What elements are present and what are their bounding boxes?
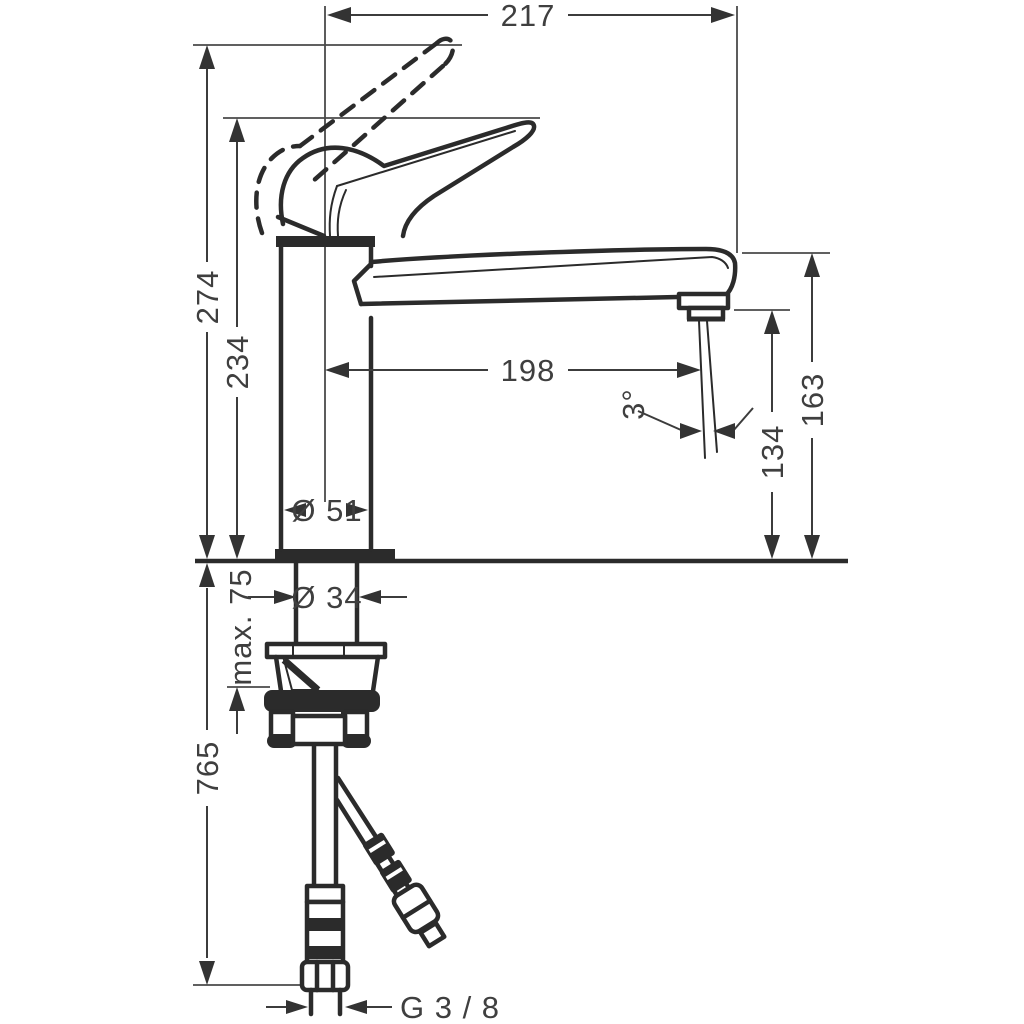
dim-connection-thread: G 3 / 8 bbox=[266, 990, 500, 1024]
dim-spout-projection: 217 bbox=[327, 0, 735, 33]
mounting-washer bbox=[264, 641, 388, 660]
dim-label-217: 217 bbox=[501, 0, 556, 33]
dim-height-to-lever: 234 bbox=[220, 118, 255, 559]
mounting-bolt bbox=[281, 657, 321, 693]
dim-overall-height: 274 bbox=[190, 45, 225, 559]
dim-body-diameter: Ø 51 bbox=[284, 493, 368, 528]
cartridge-joint-band bbox=[276, 236, 375, 247]
aerator bbox=[676, 291, 731, 322]
dim-label-3deg: 3° bbox=[616, 388, 651, 420]
mounting-nut bbox=[264, 690, 380, 712]
dim-aerator-height: 134 bbox=[755, 310, 790, 559]
dim-spout-outlet-height: 163 bbox=[795, 253, 830, 559]
dim-label-g38: G 3 / 8 bbox=[400, 990, 500, 1024]
dim-hose-length: 765 bbox=[190, 563, 225, 985]
dim-max-counter-thickness: max. 75 bbox=[223, 568, 258, 734]
extension-lines bbox=[193, 6, 830, 986]
dim-stream-angle: 3° bbox=[616, 388, 754, 439]
base-plate bbox=[275, 549, 395, 560]
lever-handle-raised-dashed bbox=[254, 36, 456, 236]
supply-hose-diagonal bbox=[334, 775, 447, 949]
water-stream-lines bbox=[698, 320, 718, 459]
faucet-body bbox=[275, 236, 395, 560]
dim-shank-diameter: Ø 34 bbox=[248, 580, 407, 615]
dim-spout-reach: 198 bbox=[325, 353, 701, 388]
dim-label-274: 274 bbox=[190, 270, 225, 325]
dim-label-max75: max. 75 bbox=[223, 568, 258, 685]
spout bbox=[351, 246, 738, 459]
hose-hex-nut bbox=[299, 959, 351, 993]
dim-label-765: 765 bbox=[190, 741, 225, 796]
lever-handle bbox=[275, 120, 537, 239]
dim-label-134: 134 bbox=[755, 425, 790, 480]
supply-hose-vertical bbox=[299, 743, 351, 1017]
dim-label-163: 163 bbox=[795, 373, 830, 428]
dim-label-d34: Ø 34 bbox=[291, 580, 362, 615]
mounting-hardware bbox=[264, 560, 388, 748]
dim-label-d51: Ø 51 bbox=[291, 493, 362, 528]
dim-label-234: 234 bbox=[220, 335, 255, 390]
dim-label-198: 198 bbox=[501, 353, 556, 388]
